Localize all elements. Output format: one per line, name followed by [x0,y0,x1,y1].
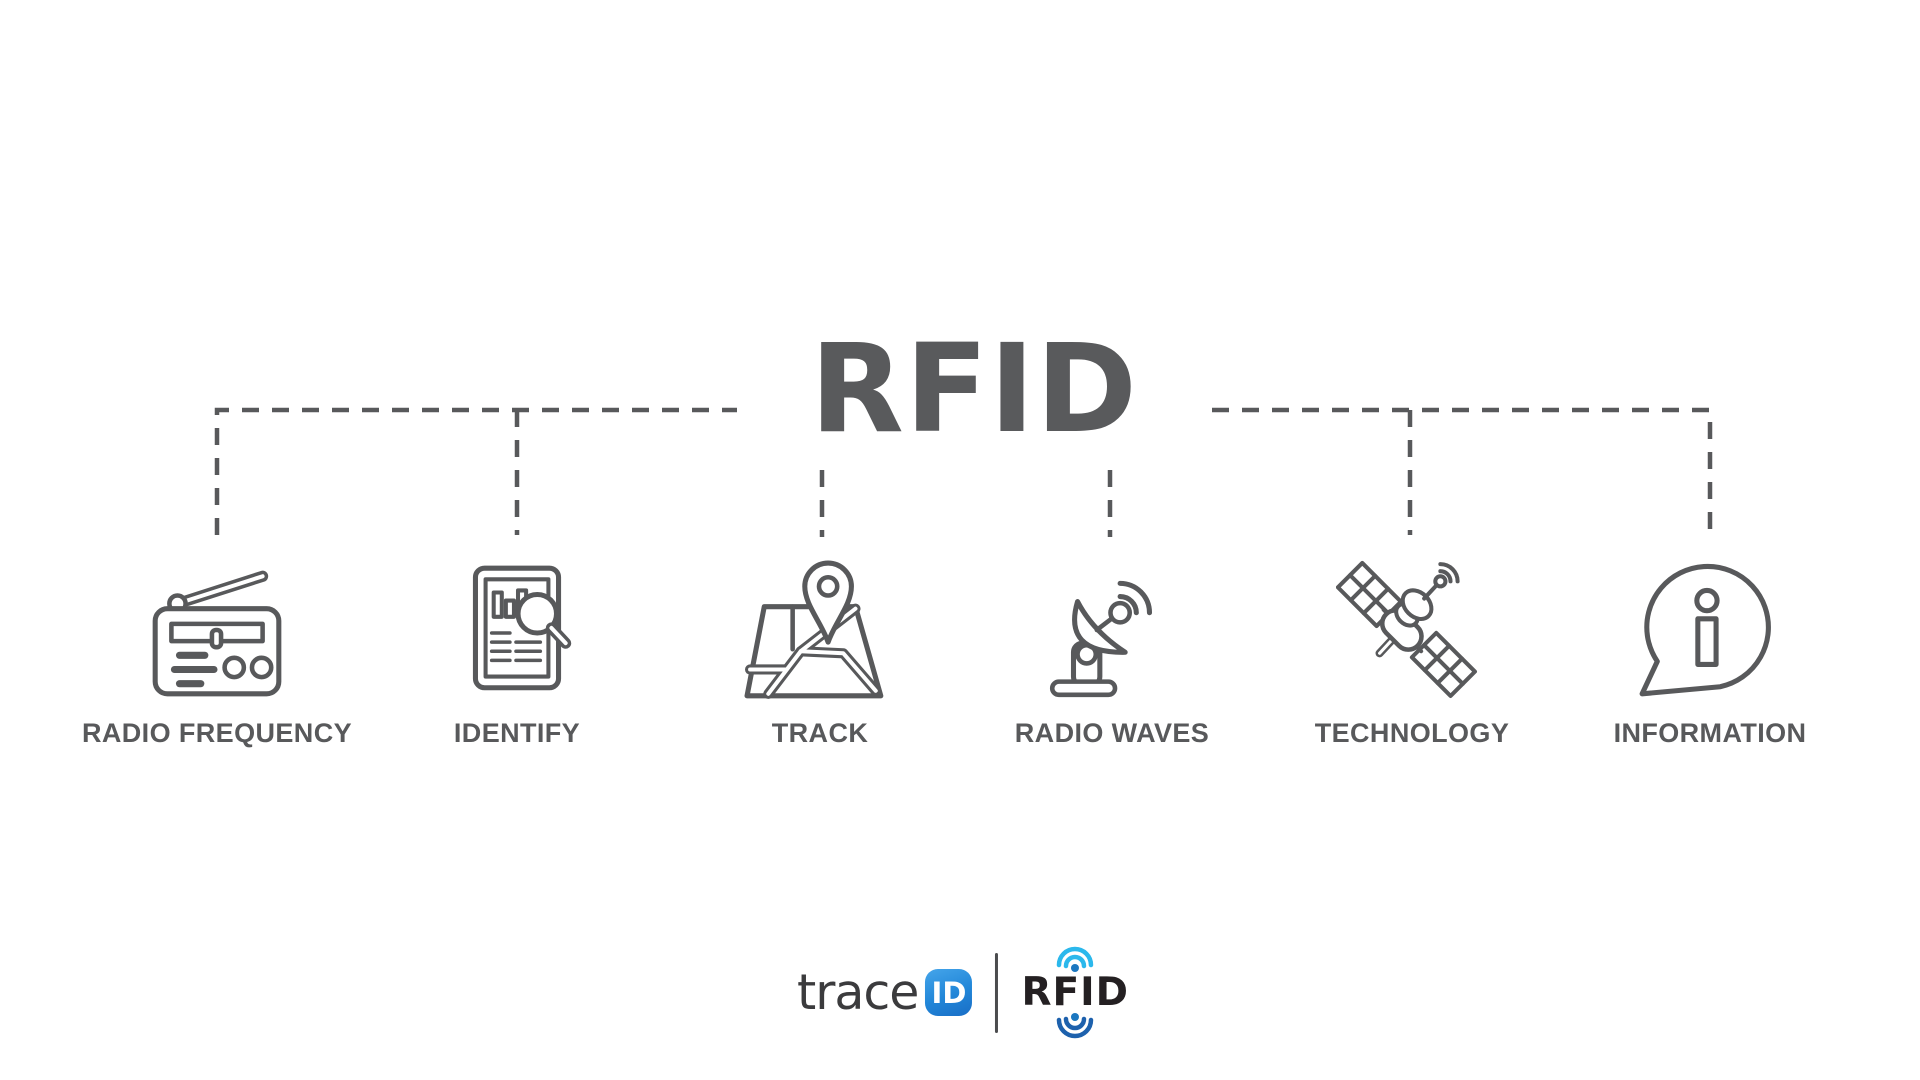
rfid-wordmark-group: RFID [1021,942,1129,1043]
item-technology: TECHNOLOGY [1262,556,1562,747]
satellite-dish-icon [1049,580,1153,698]
item-label: TRACK [771,718,869,748]
item-radio-waves: RADIO WAVES [962,556,1262,747]
item-label: TECHNOLOGY [1314,718,1510,748]
rfid-wordmark: RFID [1021,970,1130,1015]
item-information: INFORMATION [1560,556,1860,747]
logo-divider [995,952,999,1033]
map-location-pin-icon [744,560,884,699]
item-label: IDENTIFY [453,718,581,748]
brand-id-badge: ID [925,969,973,1016]
item-label: RADIO FREQUENCY [81,718,352,748]
footer-logo: trace ID RFID [797,942,1129,1043]
connector-left-bracket [214,407,737,535]
radio-icon [152,570,282,697]
item-radio-frequency: RADIO FREQUENCY [67,556,367,747]
page-title: RFID [810,318,1138,460]
signal-up-icon [1056,946,1094,972]
signal-down-icon [1056,1013,1094,1039]
trace-id-logo: trace ID [796,964,973,1021]
item-label: INFORMATION [1613,718,1807,748]
item-track: TRACK [670,556,970,747]
document-magnifier-icon [472,565,572,691]
satellite-icon [1336,560,1477,698]
item-label: RADIO WAVES [1014,718,1210,748]
connector-right-bracket [1212,407,1713,535]
item-identify: IDENTIFY [367,556,667,747]
info-speech-bubble-icon [1639,563,1771,697]
brand-trace-text: trace [796,964,919,1021]
